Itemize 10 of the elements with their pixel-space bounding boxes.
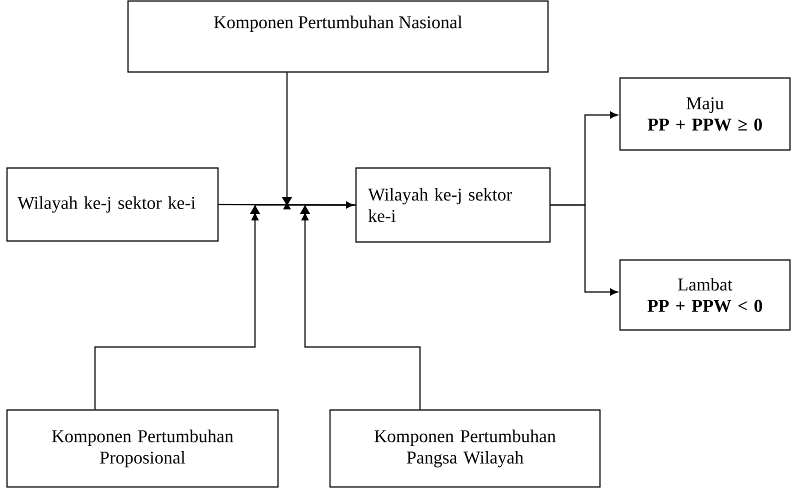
process-box: Komponen Pertumbuhan Nasional	[127, 0, 549, 73]
arrow	[550, 204, 618, 296]
arrow	[218, 201, 354, 208]
process-box: Wilayah ke-j sektor ke-i	[355, 167, 551, 243]
process-box: Lambat PP + PPW < 0	[619, 259, 791, 331]
process-box: Wilayah ke-j sektor ke-i	[6, 167, 219, 242]
process-box: Maju PP + PPW ≥ 0	[619, 77, 791, 151]
process-box: Komponen Pertumbuhan Proposional	[6, 409, 279, 488]
arrow	[300, 204, 421, 410]
process-box: Komponen Pertumbuhan Pangsa Wilayah	[329, 409, 601, 488]
